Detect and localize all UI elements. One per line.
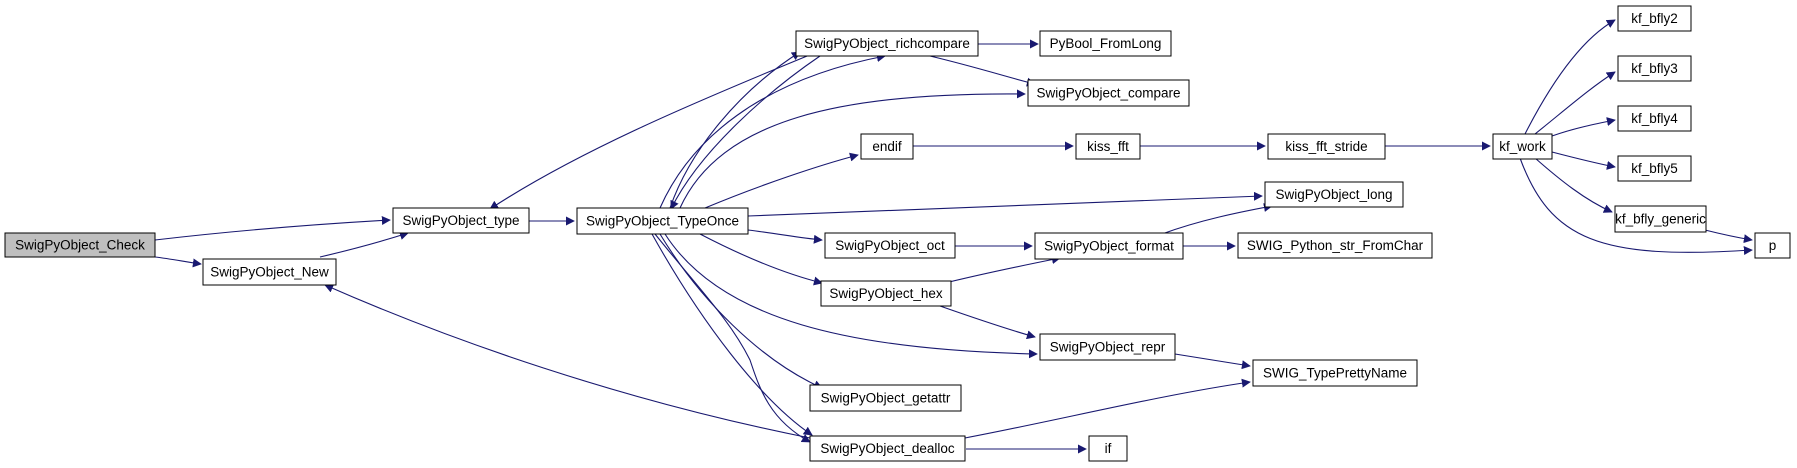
node-label: SwigPyObject_hex bbox=[829, 286, 943, 301]
node-kiss-fft[interactable]: kiss_fft bbox=[1075, 133, 1141, 160]
edge-typeonce-to-dealloc-b bbox=[654, 233, 811, 443]
edge-dealloc-to-new bbox=[324, 284, 811, 439]
edge-typeonce-to-getattr bbox=[659, 233, 823, 389]
edge-kfwork-to-bfly2 bbox=[1524, 19, 1616, 135]
node-label: SWIG_Python_str_FromChar bbox=[1247, 238, 1424, 253]
edge-typeonce-to-richcompare-a bbox=[669, 51, 801, 209]
node-swigpyobject-check[interactable]: SwigPyObject_Check bbox=[4, 232, 156, 258]
edge-richcompare-to-type bbox=[489, 53, 813, 210]
edges bbox=[154, 19, 1753, 454]
edge-typeonce-to-richcompare-b bbox=[659, 53, 886, 209]
node-swigpyobject-richcompare[interactable]: SwigPyObject_richcompare bbox=[795, 30, 979, 57]
node-label: endif bbox=[872, 139, 902, 154]
node-swigpyobject-compare[interactable]: SwigPyObject_compare bbox=[1027, 79, 1190, 107]
node-label: kf_bfly4 bbox=[1631, 111, 1678, 126]
node-swig-typeprettyname[interactable]: SWIG_TypePrettyName bbox=[1252, 359, 1418, 387]
edge-bflygen-to-p bbox=[1704, 229, 1753, 244]
node-label: SwigPyObject_oct bbox=[835, 238, 945, 253]
node-swigpyobject-getattr[interactable]: SwigPyObject_getattr bbox=[809, 384, 962, 412]
edge-typeonce-to-long bbox=[747, 191, 1263, 217]
node-swigpyobject-typeonce[interactable]: SwigPyObject_TypeOnce bbox=[576, 207, 749, 235]
node-label: SwigPyObject_repr bbox=[1050, 340, 1166, 355]
edge-typeonce-to-oct bbox=[747, 229, 823, 244]
node-label: kf_bfly_generic bbox=[1615, 212, 1706, 227]
node-label: SwigPyObject_getattr bbox=[821, 391, 951, 406]
edge-typeonce-to-endif bbox=[704, 152, 859, 209]
node-label: kf_bfly3 bbox=[1631, 61, 1678, 76]
edge-typeonce-to-dealloc-a bbox=[651, 233, 813, 436]
node-label: SwigPyObject_type bbox=[402, 213, 519, 228]
node-kf-bfly-generic[interactable]: kf_bfly_generic bbox=[1614, 205, 1707, 233]
node-label: p bbox=[1769, 238, 1777, 253]
node-label: SwigPyObject_format bbox=[1044, 239, 1174, 254]
node-kf-work[interactable]: kf_work bbox=[1492, 133, 1553, 160]
edge-format-to-long bbox=[1161, 203, 1273, 235]
edge-kfwork-to-p bbox=[1519, 157, 1753, 256]
edge-kfwork-to-bflygen bbox=[1534, 157, 1613, 213]
edge-kfwork-to-bfly4 bbox=[1551, 117, 1616, 137]
node-kf-bfly3[interactable]: kf_bfly3 bbox=[1617, 55, 1692, 82]
node-swigpyobject-new[interactable]: SwigPyObject_New bbox=[202, 258, 337, 286]
node-kiss-fft-stride[interactable]: kiss_fft_stride bbox=[1267, 133, 1386, 160]
node-label: kf_work bbox=[1499, 139, 1546, 154]
edge-new-to-type bbox=[319, 231, 409, 258]
node-label: SwigPyObject_dealloc bbox=[820, 441, 955, 456]
edge-richcompare-to-typeonce bbox=[670, 55, 821, 210]
node-kf-bfly2[interactable]: kf_bfly2 bbox=[1617, 5, 1692, 32]
edge-check-to-type bbox=[154, 215, 391, 241]
edge-typeonce-to-hex bbox=[699, 233, 823, 286]
node-p[interactable]: p bbox=[1754, 232, 1791, 259]
node-label: if bbox=[1105, 441, 1112, 456]
edge-kfwork-to-bfly3 bbox=[1534, 71, 1616, 135]
node-swigpyobject-oct[interactable]: SwigPyObject_oct bbox=[824, 232, 956, 259]
node-label: SwigPyObject_richcompare bbox=[804, 36, 970, 51]
node-pybool-fromlong[interactable]: PyBool_FromLong bbox=[1039, 30, 1172, 57]
edge-richcompare-to-compare bbox=[929, 55, 1036, 87]
node-swigpyobject-dealloc[interactable]: SwigPyObject_dealloc bbox=[809, 435, 966, 462]
edge-check-to-new bbox=[154, 256, 202, 268]
node-swig-python-str-fromchar[interactable]: SWIG_Python_str_FromChar bbox=[1237, 232, 1433, 259]
node-label: SwigPyObject_compare bbox=[1036, 86, 1180, 101]
edge-kfwork-to-bfly5 bbox=[1551, 151, 1616, 170]
node-label: SWIG_TypePrettyName bbox=[1263, 366, 1407, 381]
node-label: PyBool_FromLong bbox=[1050, 36, 1162, 51]
node-label: kf_bfly5 bbox=[1631, 161, 1678, 176]
node-swigpyobject-format[interactable]: SwigPyObject_format bbox=[1034, 232, 1184, 260]
nodes: SwigPyObject_Check SwigPyObject_type Swi… bbox=[4, 5, 1791, 462]
node-swigpyobject-long[interactable]: SwigPyObject_long bbox=[1264, 181, 1404, 208]
node-label: kf_bfly2 bbox=[1631, 11, 1678, 26]
edge-typeonce-to-compare bbox=[679, 89, 1026, 209]
node-swigpyobject-repr[interactable]: SwigPyObject_repr bbox=[1039, 333, 1176, 361]
edge-dealloc-to-prettyname bbox=[964, 378, 1251, 439]
node-label: SwigPyObject_TypeOnce bbox=[586, 214, 739, 229]
node-label: SwigPyObject_Check bbox=[15, 238, 145, 253]
node-label: SwigPyObject_New bbox=[210, 265, 329, 280]
edge-repr-to-prettyname bbox=[1174, 353, 1251, 370]
node-if[interactable]: if bbox=[1088, 435, 1128, 462]
node-swigpyobject-hex[interactable]: SwigPyObject_hex bbox=[820, 280, 952, 307]
node-swigpyobject-type[interactable]: SwigPyObject_type bbox=[392, 207, 530, 234]
node-endif[interactable]: endif bbox=[860, 133, 914, 160]
node-kf-bfly5[interactable]: kf_bfly5 bbox=[1617, 155, 1692, 182]
node-kf-bfly4[interactable]: kf_bfly4 bbox=[1617, 105, 1692, 132]
edge-hex-to-repr bbox=[939, 305, 1036, 340]
node-label: kiss_fft_stride bbox=[1285, 139, 1367, 154]
edge-typeonce-to-repr bbox=[664, 233, 1038, 359]
edge-hex-to-format bbox=[944, 255, 1061, 284]
node-label: kiss_fft bbox=[1087, 139, 1129, 154]
node-label: SwigPyObject_long bbox=[1275, 187, 1392, 202]
